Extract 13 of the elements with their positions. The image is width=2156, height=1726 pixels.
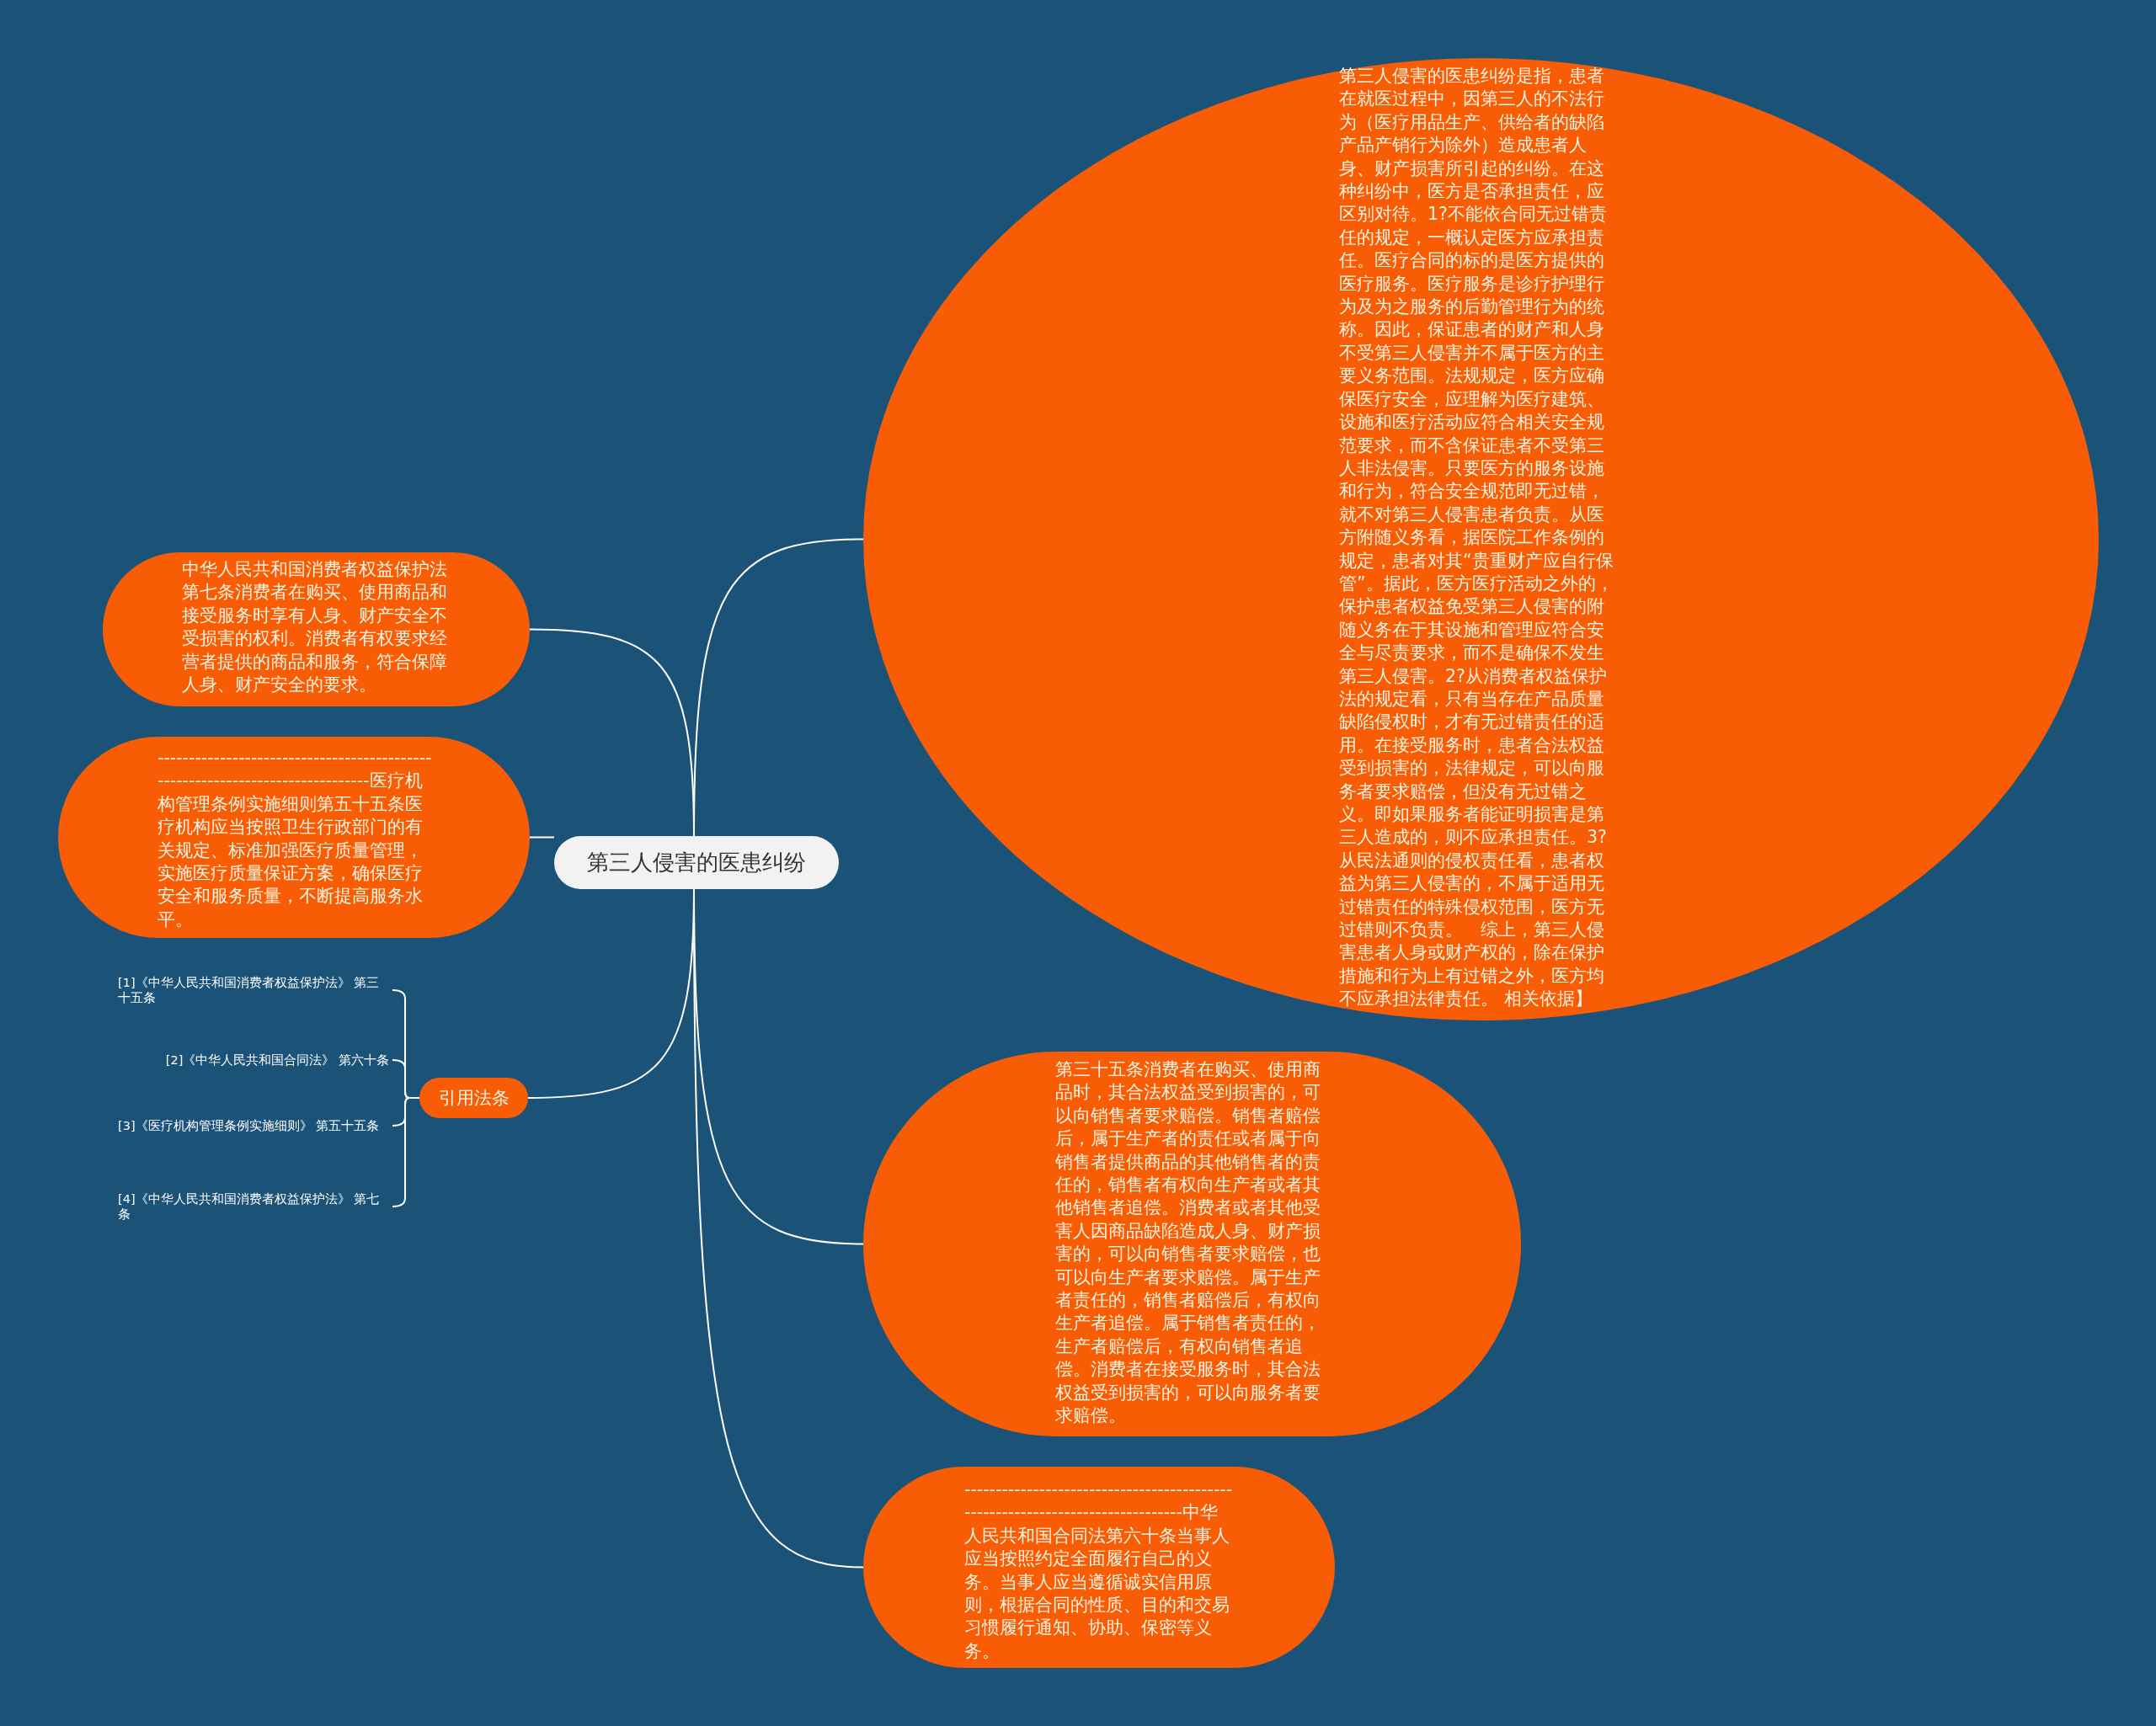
central-topic: 第三人侵害的医患纠纷 (554, 836, 839, 889)
connector-line (529, 836, 555, 839)
topic-text: ------------------------------------------------------------------------------中华人民共和国合同法第六十条当事人应当按照约定全面履行自己的义务。当事人应当遵循诚实信用原则，根据合同的性质、目的和交易习惯履行通知、协助、保密等义务。 (964, 1478, 1234, 1663)
bracket-line (392, 1097, 420, 1207)
reference-text: [4]《中华人民共和国消费者权益保护法》 第七条 (118, 1191, 389, 1222)
topic-text: ------------------------------------------------------------------------------医疗机构管理条例实施细则第五十五条医疗机构应当按照卫生行政部门的有关规定、标准加强医疗质量管理，实施医疗质量保证方案，确保医疗安全和服务质量，不断提高服务水平。 (157, 747, 433, 931)
topic-text: 第三十五条消费者在购买、使用商品时，其合法权益受到损害的，可以向销售者要求赔偿。销售者赔偿后，属于生产者的责任或者属于向销售者提供商品的其他销售者的责任的，销售者有权向生产者或者其他销售者追偿。消费者或者其他受害人因商品缺陷造成人身、财产损害的，可以向销售者要求赔偿，也可以向生产者要求赔偿。属于生产者责任的，销售者赔偿后，有权向生产者追偿。属于销售者责任的，生产者赔偿后，有权向销售者追偿。消费者在接受服务时，其合法权益受到损害的，可以向服务者要求赔偿。 (1055, 1058, 1321, 1428)
reference-text: [3]《医疗机构管理条例实施细则》 第五十五条 (118, 1118, 389, 1133)
topic-tag: 引用法条 (419, 1078, 528, 1118)
reference-text: [2]《中华人民共和国合同法》 第六十条 (152, 1052, 389, 1068)
topic-text: 第三人侵害的医患纠纷是指，患者在就医过程中，因第三人的不法行为（医疗用品生产、供给者的缺陷产品产销行为除外）造成患者人身、财产损害所引起的纠纷。在这种纠纷中，医方是否承担责任，应区别对待。1?不能依合同无过错责任的规定，一概认定医方应承担责任。医疗合同的标的是医方提供的医疗服务。医疗服务是诊疗护理行为及为之服务的后勤管理行为的统称。因此，保证患者的财产和人身不受第三人侵害并不属于医方的主要义务范围。法规规定，医方应确保医疗安全，应理解为医疗建筑、设施和医疗活动应符合相关安全规范要求，而不含保证患者不受第三人非法侵害。只要医方的服务设施和行为，符合安全规范即无过错，就不对第三人侵害患者负责。从医方附随义务看，据医院工作条例的规定，患者对其“贵重财产应自行保管”。据此，医方医疗活动之外的，保护患者权益免受第三人侵害的附随义务在于其设施和管理应符合安全与尽责要求，而不是确保不发生第三人侵害。2?从消费者权益保护法的规定看，只有当存在产品质量缺陷侵权时，才有无过错责任的适用。在接受服务时，患者合法权益受到损害的，法律规定，可以向服务者要求赔偿，但没有无过错之义。即如果服务者能证明损害是第三人造成的，则不应承担责任。3?从民法通则的侵权责任看，患者权益为第三人侵害的，不属于适用无过错责任的特殊侵权范围，医方无过错则不负责。 综上，第三人侵害患者人身或财产权的，除在保护措施和行为上有过错之外，医方均不应承担法律责任。 相关依据】 (1339, 65, 1614, 1011)
topic-text: 中华人民共和国消费者权益保护法第七条消费者在购买、使用商品和接受服务时享有人身、财产安全不受损害的权利。消费者有权要求经营者提供的商品和服务，符合保障人身、财产安全的要求。 (182, 558, 448, 697)
reference-text: [1]《中华人民共和国消费者权益保护法》 第三十五条 (118, 975, 389, 1005)
